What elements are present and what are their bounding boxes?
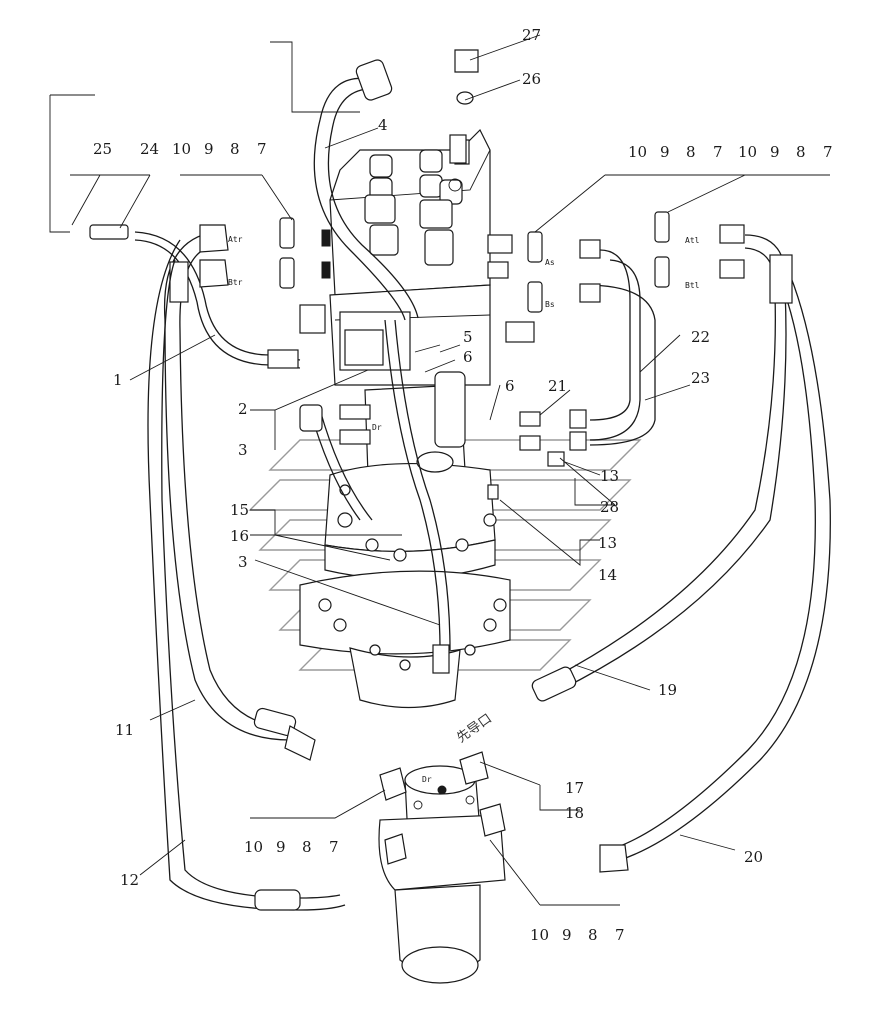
- group-bottom-left: 10 9 8 7: [244, 838, 339, 856]
- callout-16: 16: [230, 527, 249, 545]
- port-dr-bottom: Dr: [422, 775, 432, 784]
- port-btl: Btl: [685, 281, 700, 290]
- svg-text:9: 9: [204, 140, 214, 158]
- port-atr: Atr: [228, 235, 243, 244]
- hose-lines: [134, 59, 831, 911]
- group-top-mid: 10 9 8 7: [628, 143, 723, 161]
- svg-text:10: 10: [738, 143, 757, 161]
- port-dr: Dr: [372, 423, 382, 432]
- svg-text:10: 10: [172, 140, 191, 158]
- port-labels: Atr Btr As Bs Atl Btl Dr Dr: [228, 235, 700, 784]
- callout-13b: 13: [598, 534, 617, 552]
- callout-19: 19: [658, 681, 677, 699]
- callout-20: 20: [744, 848, 763, 866]
- callout-14: 14: [598, 566, 617, 584]
- callout-1: 1: [113, 371, 123, 389]
- svg-text:9: 9: [276, 838, 286, 856]
- callout-24: 24: [140, 140, 159, 158]
- callout-11: 11: [115, 721, 134, 739]
- svg-text:7: 7: [823, 143, 833, 161]
- svg-text:7: 7: [329, 838, 339, 856]
- flange-fittings: [89, 49, 745, 313]
- callout-22: 22: [691, 328, 710, 346]
- svg-text:9: 9: [660, 143, 670, 161]
- pilot-port-annotation: 先导口: [454, 711, 495, 746]
- callout-23: 23: [691, 369, 710, 387]
- callout-6b: 6: [505, 377, 515, 395]
- callout-26: 26: [522, 70, 541, 88]
- svg-text:9: 9: [770, 143, 780, 161]
- callout-5: 5: [463, 328, 473, 346]
- control-valve-block: [299, 128, 535, 386]
- port-as: As: [545, 258, 555, 267]
- svg-text:8: 8: [588, 926, 598, 944]
- svg-text:8: 8: [686, 143, 696, 161]
- callout-27: 27: [522, 26, 541, 44]
- callout-12: 12: [120, 871, 139, 889]
- callout-numbers: 27 26 4 25 24 1 5 6 6 21 22 23 2 3 13 28…: [93, 26, 763, 889]
- port-atl: Atl: [685, 236, 700, 245]
- svg-text:8: 8: [796, 143, 806, 161]
- callout-18: 18: [565, 804, 584, 822]
- callout-2: 2: [238, 400, 248, 418]
- swing-motor: [299, 371, 587, 709]
- port-btr: Btr: [228, 278, 243, 287]
- callout-17: 17: [565, 779, 584, 797]
- callout-3b: 3: [238, 553, 248, 571]
- svg-text:8: 8: [230, 140, 240, 158]
- group-top-right: 10 9 8 7: [738, 143, 833, 161]
- leader-lines: [49, 34, 830, 906]
- group-bottom-right: 10 9 8 7: [530, 926, 625, 944]
- group-top-left: 10 9 8 7: [172, 140, 267, 158]
- svg-text:7: 7: [257, 140, 267, 158]
- center-swivel-joint: [378, 751, 506, 984]
- callout-4: 4: [378, 116, 388, 134]
- svg-text:10: 10: [244, 838, 263, 856]
- callout-6a: 6: [463, 348, 473, 366]
- svg-text:7: 7: [713, 143, 723, 161]
- callout-15: 15: [230, 501, 249, 519]
- callout-28: 28: [600, 498, 619, 516]
- port-bs: Bs: [545, 300, 555, 309]
- svg-text:8: 8: [302, 838, 312, 856]
- callout-13a: 13: [600, 467, 619, 485]
- svg-text:10: 10: [530, 926, 549, 944]
- callout-21: 21: [548, 377, 567, 395]
- callout-3a: 3: [238, 441, 248, 459]
- callout-25: 25: [93, 140, 112, 158]
- svg-text:7: 7: [615, 926, 625, 944]
- svg-text:9: 9: [562, 926, 572, 944]
- svg-text:10: 10: [628, 143, 647, 161]
